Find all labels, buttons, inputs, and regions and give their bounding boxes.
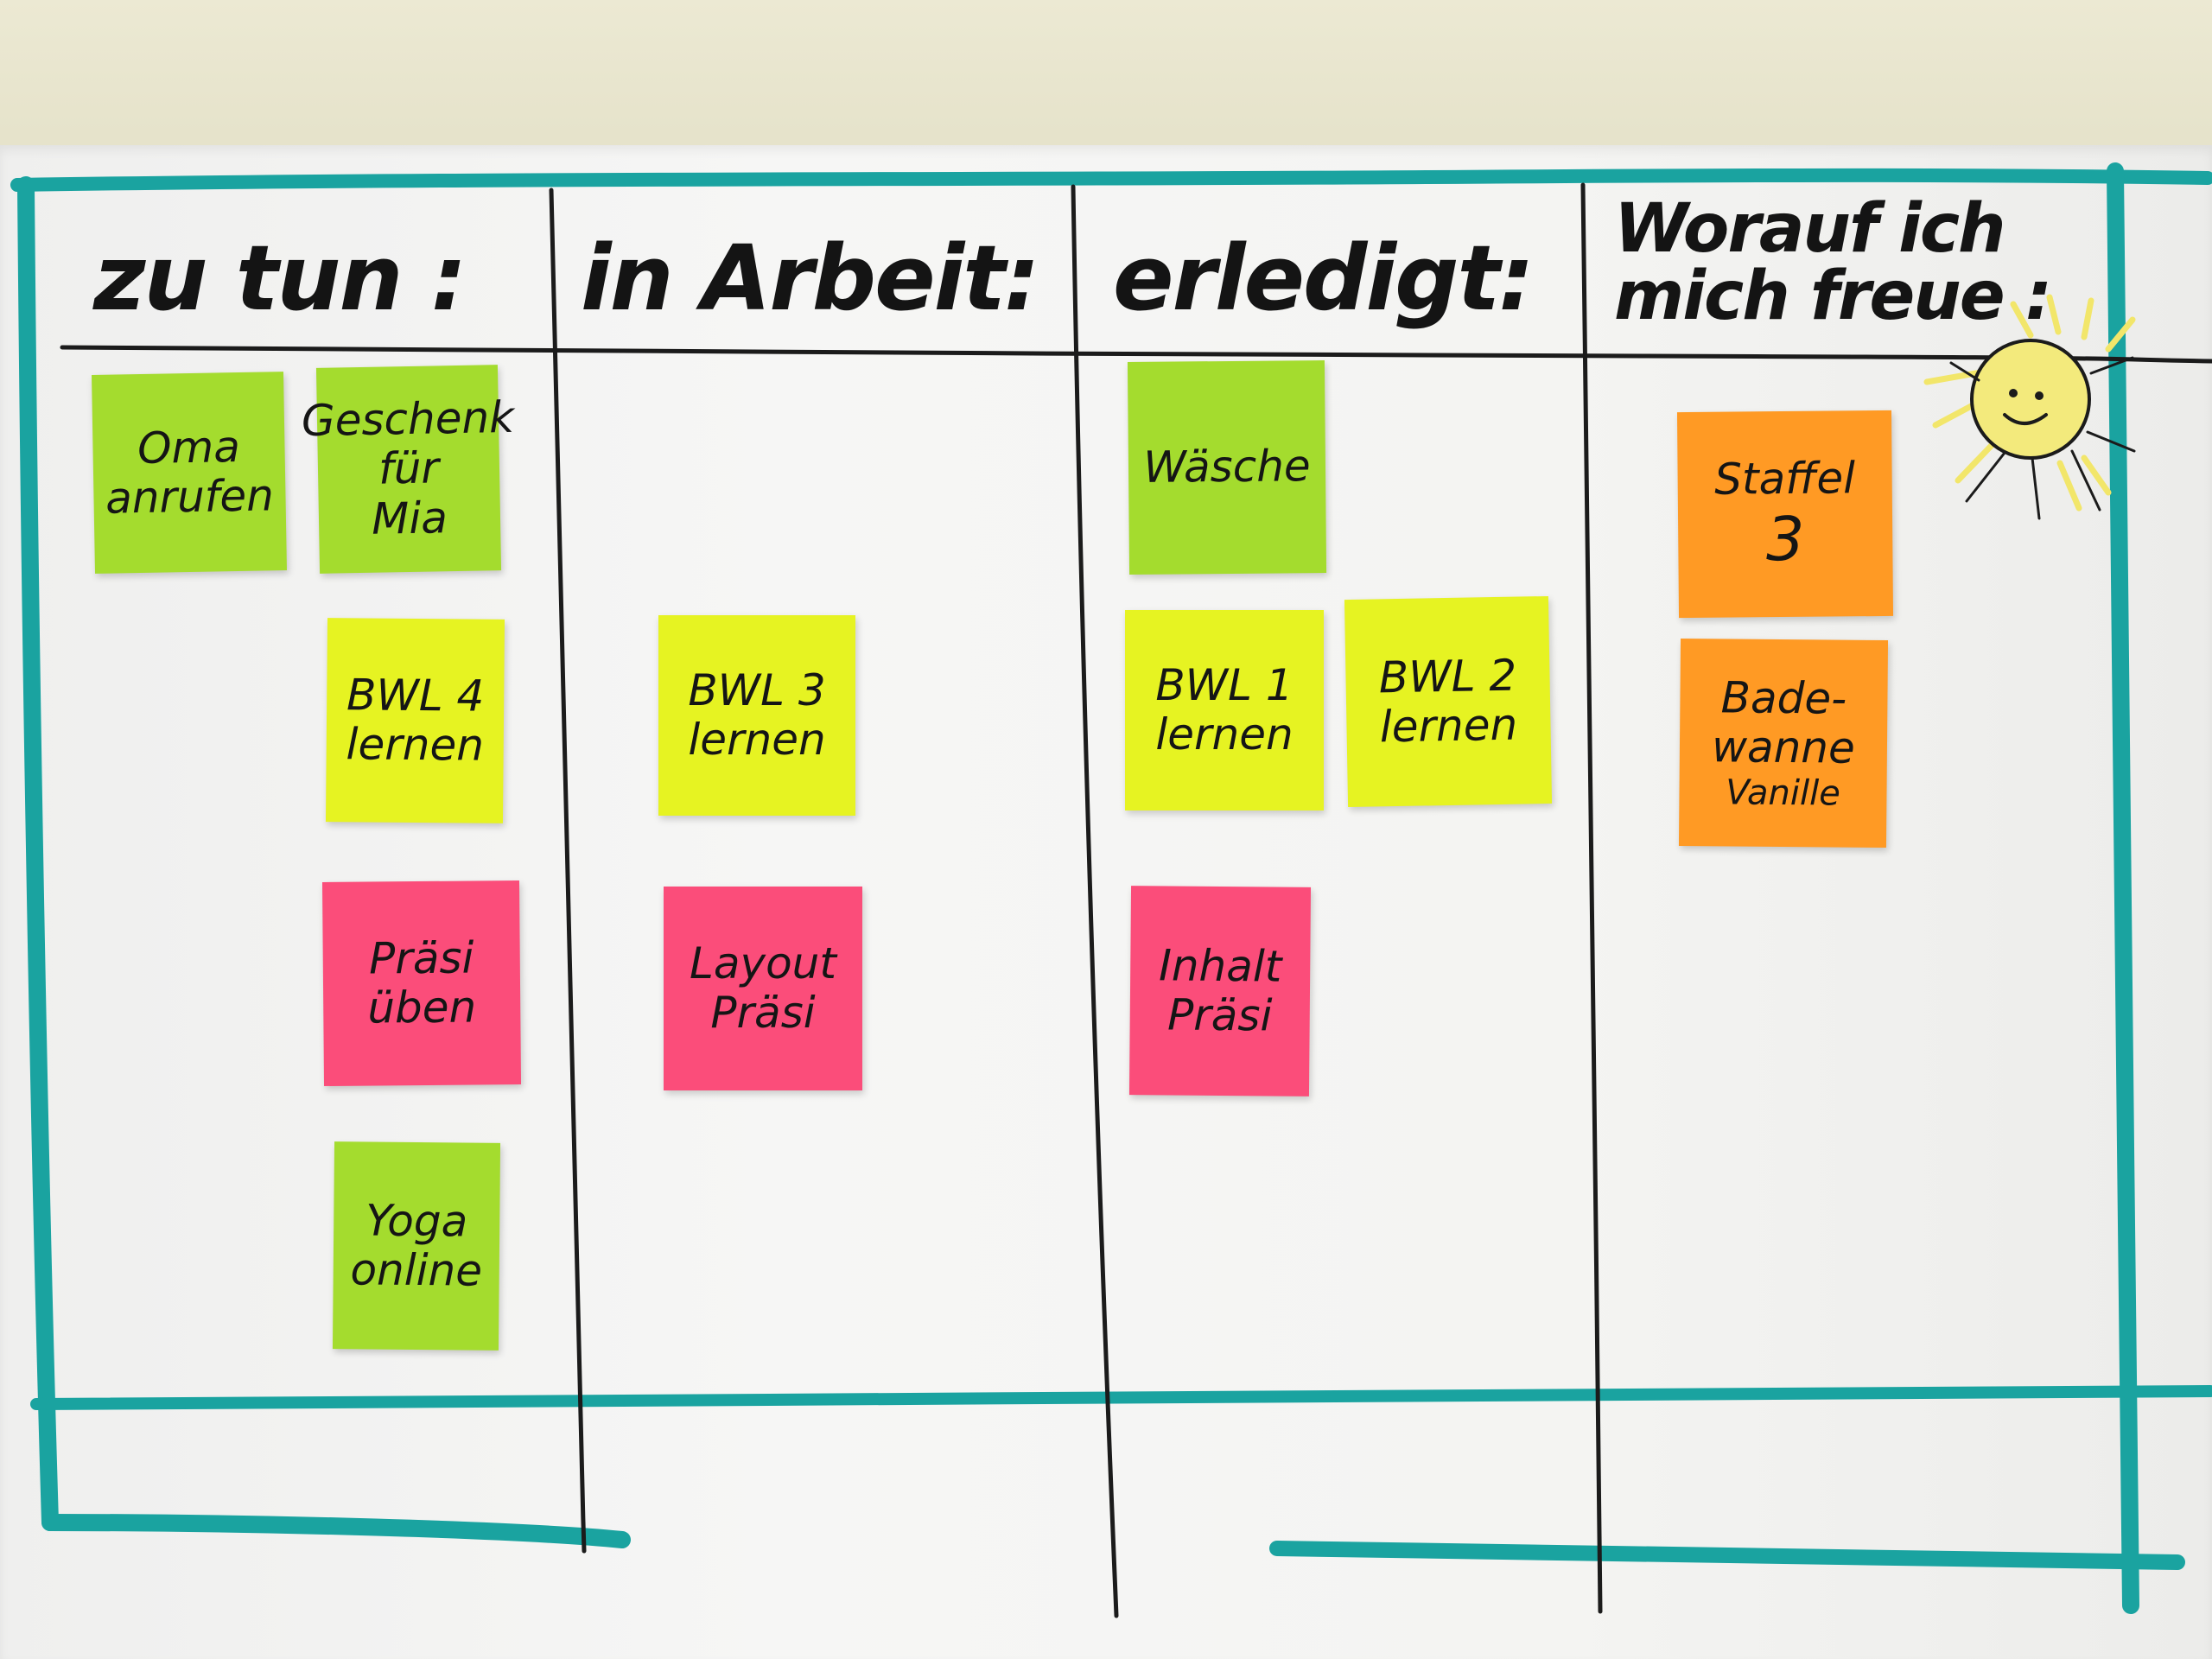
note-line: Oma bbox=[137, 421, 241, 474]
column-header-done: erledigt: bbox=[1113, 226, 1535, 331]
sticky-note[interactable]: Layout Präsi bbox=[664, 887, 862, 1090]
sticky-note[interactable]: Wäsche bbox=[1127, 360, 1327, 575]
sticky-note[interactable]: BWL 4 lernen bbox=[325, 618, 505, 823]
note-line: üben bbox=[367, 982, 477, 1033]
note-line: lernen bbox=[1155, 709, 1294, 760]
note-line: Mia bbox=[371, 492, 448, 544]
divider-3 bbox=[1580, 182, 1603, 1614]
frame-left bbox=[17, 176, 59, 1531]
note-line: Präsi bbox=[710, 988, 816, 1038]
sticky-note[interactable]: Geschenk für Mia bbox=[301, 365, 515, 574]
note-line: BWL 1 bbox=[1155, 659, 1294, 710]
note-line: anrufen bbox=[105, 470, 275, 524]
note-line: lernen bbox=[688, 715, 826, 765]
note-line: wanne bbox=[1711, 721, 1856, 773]
note-line: Layout bbox=[690, 938, 836, 988]
note-line: Vanille bbox=[1725, 772, 1841, 814]
column-header-looking-forward: Worauf ich mich freue : bbox=[1614, 190, 2052, 335]
sticky-note[interactable]: Inhalt Präsi bbox=[1128, 886, 1312, 1096]
note-line: Yoga bbox=[365, 1194, 468, 1247]
sticky-note[interactable]: Bade- wanne Vanille bbox=[1678, 638, 1889, 849]
sticky-note[interactable]: BWL 2 lernen bbox=[1344, 595, 1553, 808]
sun-doodle-icon bbox=[1923, 294, 2136, 520]
note-line: lernen bbox=[346, 719, 485, 771]
column-header-in-progress: in Arbeit: bbox=[581, 226, 1040, 331]
frame-bottom-right bbox=[1269, 1541, 2185, 1570]
sticky-note[interactable]: Yoga online bbox=[332, 1141, 501, 1351]
frame-top bbox=[10, 168, 2212, 192]
note-line: Präsi bbox=[368, 931, 474, 984]
note-line: BWL 2 bbox=[1378, 650, 1517, 702]
note-line: Präsi bbox=[1166, 989, 1273, 1041]
note-line: Wäsche bbox=[1143, 441, 1311, 493]
note-line: für bbox=[378, 442, 440, 494]
note-line: online bbox=[350, 1244, 483, 1296]
sticky-note[interactable]: BWL 3 lernen bbox=[658, 615, 855, 816]
note-line: BWL 4 bbox=[346, 669, 485, 721]
sticky-note[interactable]: Oma anrufen bbox=[92, 372, 287, 574]
frame-row-line bbox=[30, 1385, 2212, 1410]
teal-frame bbox=[10, 162, 2212, 1614]
note-line: Staffel bbox=[1714, 453, 1856, 505]
divider-2 bbox=[1071, 184, 1119, 1618]
note-line: 3 bbox=[1765, 503, 1805, 575]
header-underline bbox=[60, 345, 2212, 364]
frame-bottom-left bbox=[41, 1514, 631, 1548]
divider-1 bbox=[549, 188, 587, 1554]
sticky-note[interactable]: Staffel 3 bbox=[1676, 410, 1894, 619]
column-header-todo: zu tun : bbox=[93, 226, 467, 331]
note-line: Geschenk bbox=[301, 391, 515, 446]
note-line: Bade- bbox=[1720, 671, 1847, 724]
note-line: lernen bbox=[1379, 699, 1518, 753]
sticky-note[interactable]: Präsi üben bbox=[321, 880, 522, 1086]
note-line: BWL 3 bbox=[688, 664, 826, 715]
column-dividers bbox=[60, 182, 2212, 1618]
note-line: Inhalt bbox=[1158, 939, 1282, 992]
sticky-note[interactable]: BWL 1 lernen bbox=[1125, 610, 1324, 810]
